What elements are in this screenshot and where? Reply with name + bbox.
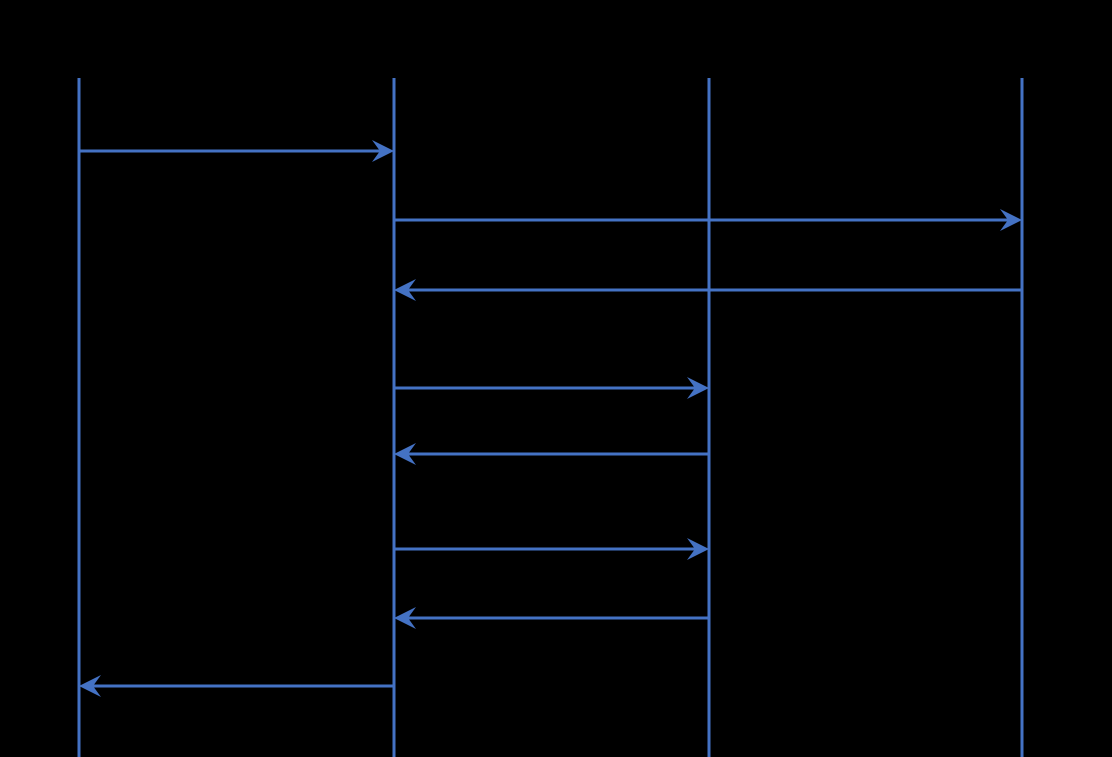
message-2-arrowhead-icon: [1000, 209, 1022, 231]
message-8-arrowhead-icon: [79, 675, 101, 697]
message-6-arrowhead-icon: [687, 538, 709, 560]
message-4-arrowhead-icon: [687, 377, 709, 399]
message-7-arrowhead-icon: [394, 607, 416, 629]
message-3-arrowhead-icon: [394, 279, 416, 301]
message-5-arrowhead-icon: [394, 443, 416, 465]
message-1-arrowhead-icon: [372, 140, 394, 162]
